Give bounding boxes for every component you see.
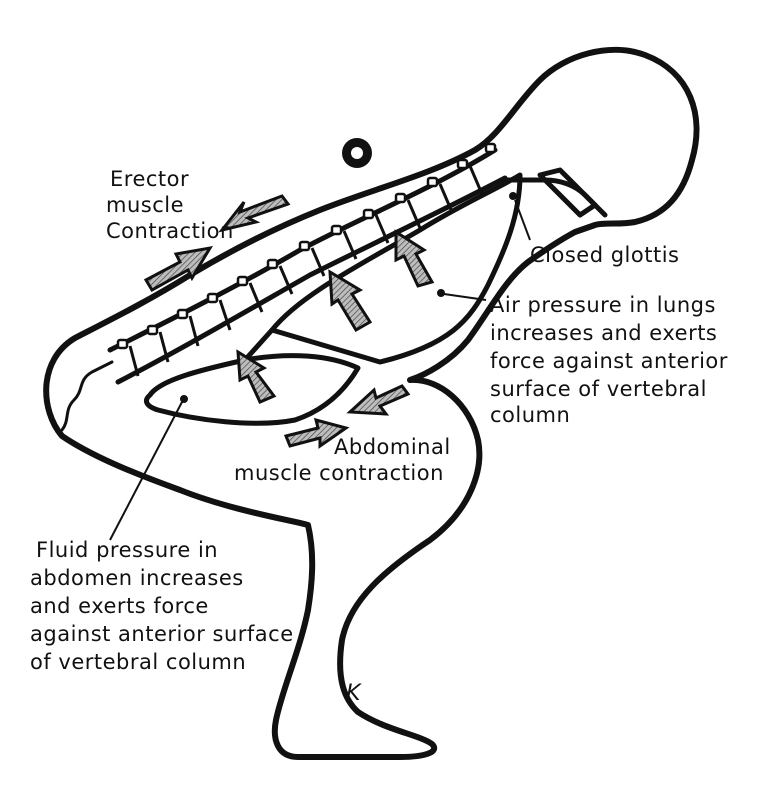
arrow-erector-left-icon (218, 194, 291, 233)
fulcrum-marker (342, 138, 372, 168)
svg-text:Closed glottis: Closed glottis (530, 243, 679, 267)
arrow-erector-right-icon (143, 245, 213, 293)
arrow-lung-up-2-icon (394, 229, 435, 288)
svg-text:muscle contraction: muscle contraction (234, 461, 444, 485)
arrow-lung-up-1-icon (328, 269, 373, 333)
body-outline (43, 46, 700, 760)
svg-text:Erector: Erector (110, 167, 189, 191)
arrow-abdominal-right-icon (283, 417, 350, 449)
svg-text:Abdominal: Abdominal (334, 435, 451, 459)
svg-text:increases and exerts: increases and exerts (490, 321, 717, 345)
abdominal-cavity (144, 327, 361, 426)
svg-text:and exerts force: and exerts force (30, 594, 209, 618)
svg-text:Air pressure in lungs: Air pressure in lungs (490, 293, 716, 317)
vertebral-column (60, 142, 508, 432)
label-fluid-pressure: Fluid pressure in abdomen increases and … (30, 538, 294, 674)
svg-text:abdomen increases: abdomen increases (30, 566, 244, 590)
label-abdominal-contraction: Abdominal muscle contraction (234, 435, 451, 485)
label-closed-glottis: Closed glottis (530, 243, 679, 267)
svg-text:force against anterior: force against anterior (490, 349, 728, 373)
svg-text:of vertebral column: of vertebral column (30, 650, 246, 674)
leader-lines (109, 192, 531, 541)
label-air-pressure: Air pressure in lungs increases and exer… (490, 293, 728, 427)
svg-text:against anterior surface: against anterior surface (30, 622, 294, 646)
svg-text:muscle: muscle (106, 193, 184, 217)
svg-text:Contraction: Contraction (106, 219, 234, 243)
svg-text:surface of vertebral: surface of vertebral (490, 377, 707, 401)
label-erector: Erector muscle Contraction (106, 167, 234, 243)
svg-text:Fluid pressure in: Fluid pressure in (36, 538, 218, 562)
svg-text:column: column (490, 403, 570, 427)
arrow-abdomen-up-icon (236, 349, 277, 404)
arrow-abdominal-left-icon (346, 384, 411, 416)
artist-signature: K (346, 681, 362, 706)
